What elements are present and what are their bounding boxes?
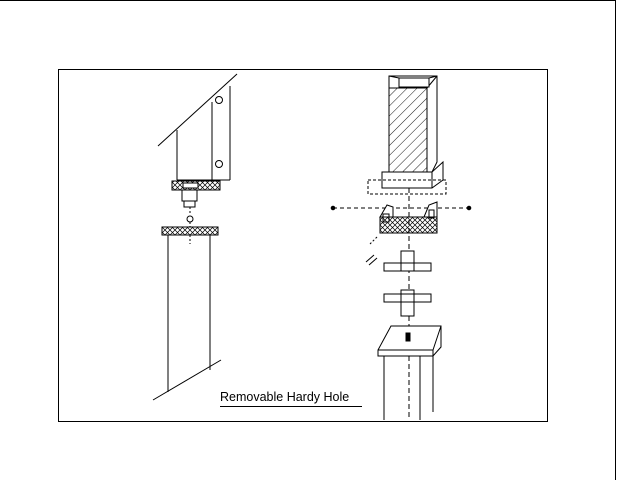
exploded-view (330, 75, 472, 420)
drawing-frame (58, 69, 548, 422)
diagram-caption: Removable Hardy Hole (220, 390, 362, 407)
page-edge-top (0, 0, 615, 1)
section-view (152, 73, 238, 401)
page-edge-right (615, 0, 616, 480)
